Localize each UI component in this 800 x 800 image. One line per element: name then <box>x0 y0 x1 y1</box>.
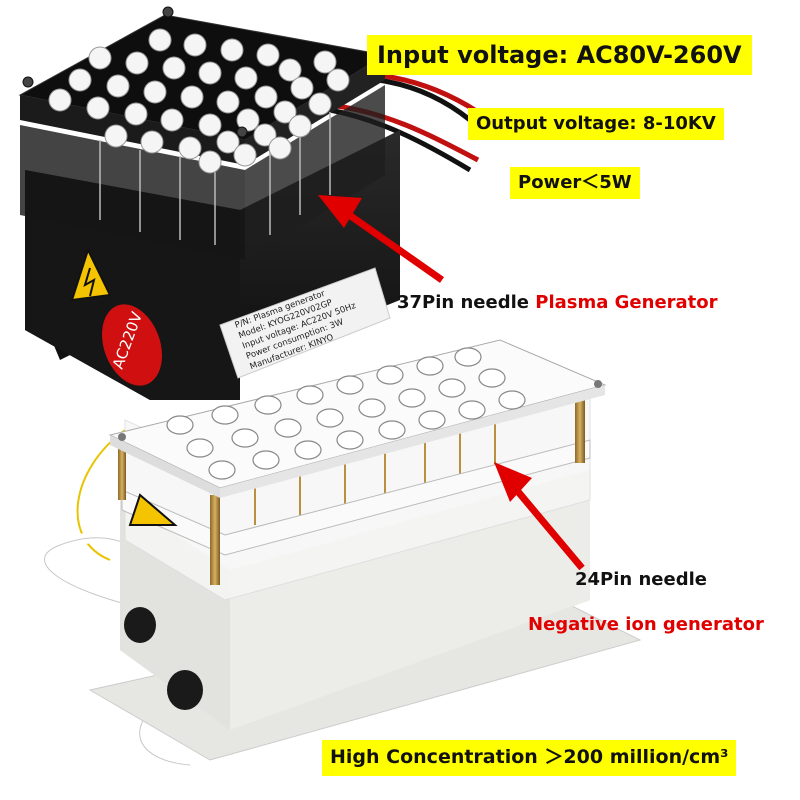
plasma-generator-name: Plasma Generator <box>535 292 718 313</box>
arrow-to-plasma <box>318 195 445 283</box>
input-voltage-label: Input voltage: AC80V-260V <box>367 35 752 75</box>
concentration-label: High Concentration ＞200 million/cm³ <box>322 740 737 776</box>
plasma-generator <box>18 6 480 400</box>
negative-ion-generator <box>39 339 642 771</box>
ion-generator-name: Negative ion generator <box>528 616 764 634</box>
arrow-to-ion <box>494 462 585 571</box>
plasma-caption: 37Pin needle Plasma Generator <box>397 294 718 312</box>
ion-generator-text: Negative ion generator <box>528 614 764 635</box>
ion-pin-label: 24Pin needle <box>575 571 707 589</box>
output-voltage-label: Output voltage: 8-10KV <box>468 108 724 140</box>
ion-pin-text: 24Pin needle <box>575 569 707 590</box>
power-label: Power＜5W <box>510 167 640 199</box>
plasma-pin-label: 37Pin needle <box>397 292 536 313</box>
